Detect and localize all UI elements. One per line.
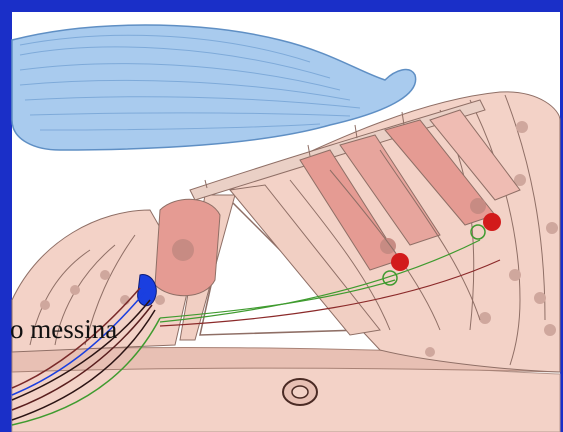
inner-hair-cell-nucleus [172,239,194,261]
caption-text: o messina [10,316,117,343]
spiral-vessel [283,379,317,405]
